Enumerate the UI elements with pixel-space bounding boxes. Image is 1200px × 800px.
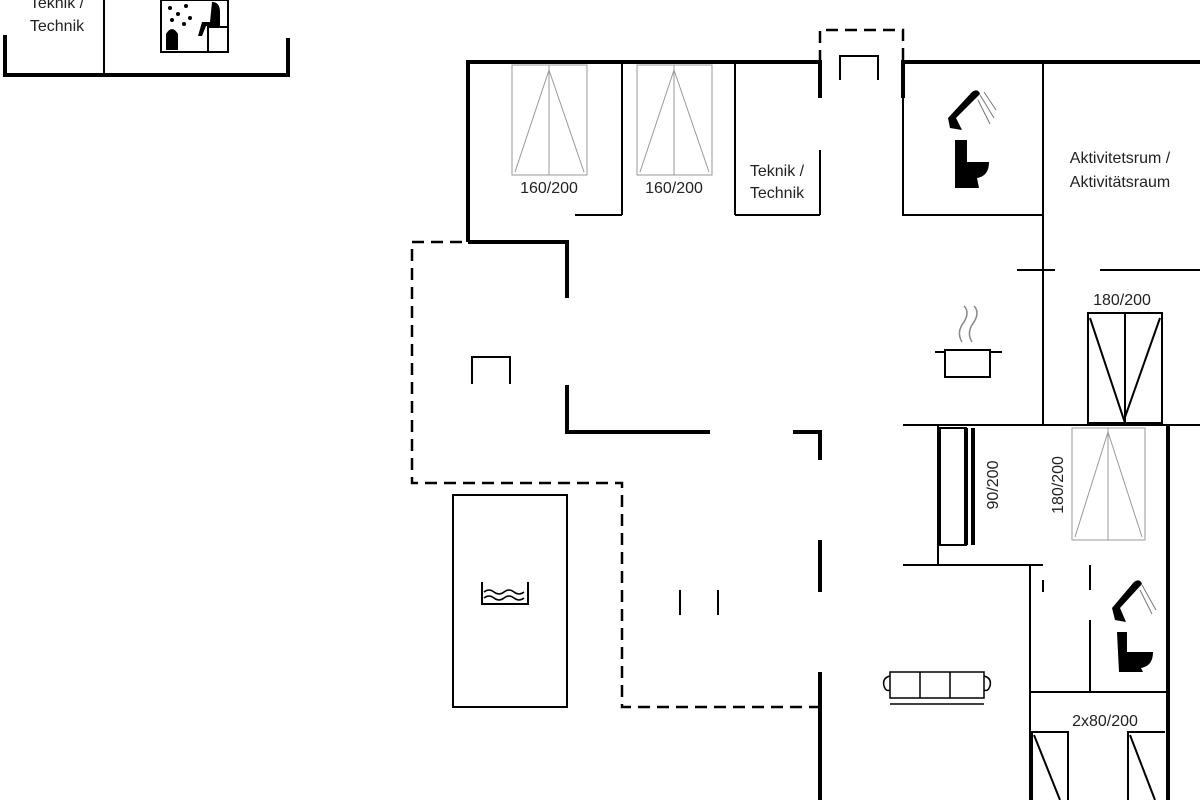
- activity-room-label-1: Aktivitetsrum /: [1070, 150, 1171, 167]
- annex-walls: [3, 0, 290, 77]
- technik-annex-label-1: Teknik /: [30, 0, 85, 12]
- main-walls: [466, 60, 1200, 800]
- activity-room-label-2: Aktivitätsraum: [1070, 174, 1170, 191]
- pool-icon: [481, 582, 529, 605]
- bed-4: [1071, 427, 1146, 541]
- sofa-icon: [882, 671, 992, 705]
- bed-4-label: 180/200: [1050, 456, 1067, 514]
- bed-6: [1031, 731, 1165, 800]
- technik-annex-label-2: Technik: [30, 18, 85, 35]
- toilet-icon: [955, 140, 989, 188]
- bed-2: [636, 64, 713, 176]
- bed-5-label: 90/200: [985, 460, 1002, 509]
- sauna-icon: [160, 0, 229, 53]
- toilet-icon-2: [1117, 632, 1153, 672]
- technik-label-2: Technik: [750, 185, 805, 202]
- bed-5: [939, 427, 975, 546]
- bed-2-label: 160/200: [645, 180, 703, 197]
- bed-1-label: 160/200: [520, 180, 578, 197]
- pool: [452, 494, 568, 708]
- bed-3: [1087, 312, 1163, 424]
- bed-6-label: 2x80/200: [1072, 713, 1138, 730]
- cooking-pot-icon: [935, 305, 1002, 378]
- shower-icon: [948, 90, 997, 130]
- technik-label-1: Teknik /: [750, 163, 805, 180]
- bed-3-label: 180/200: [1093, 292, 1151, 309]
- bed-1: [511, 64, 588, 176]
- dashed-outlines: [410, 28, 905, 709]
- shower-icon-2: [1112, 580, 1157, 622]
